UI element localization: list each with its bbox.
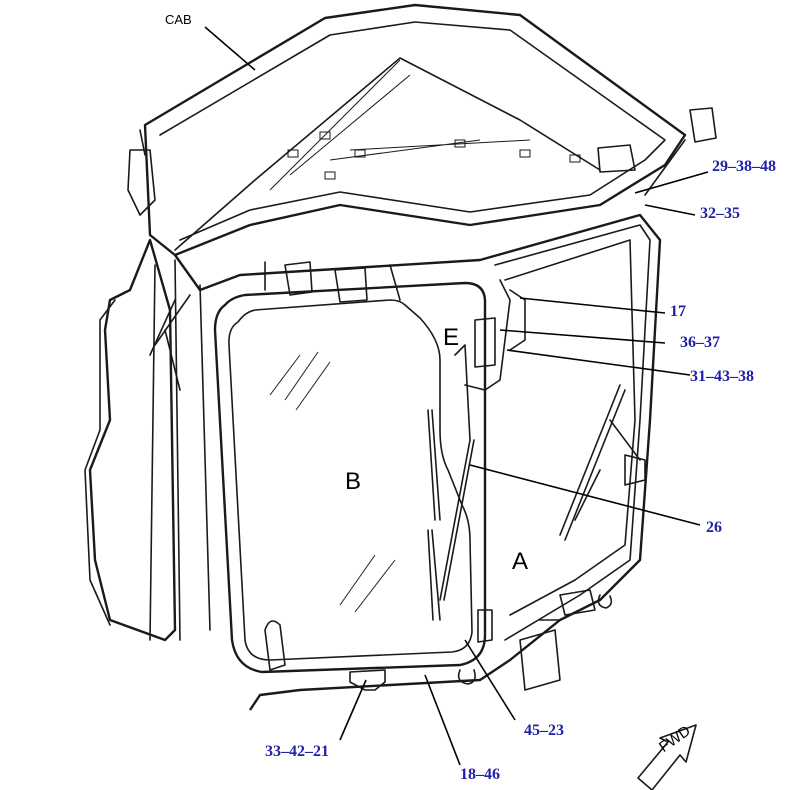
callout-29-38-48: 29–38–48 bbox=[712, 158, 776, 175]
roof-panel-seam bbox=[174, 57, 601, 251]
callout-33-42-21: 33–42–21 bbox=[265, 743, 329, 760]
callout-32-35: 32–35 bbox=[700, 205, 740, 222]
leader-18-46 bbox=[424, 674, 461, 766]
washer-hoses bbox=[454, 279, 526, 441]
leader-29-38-48 bbox=[634, 171, 709, 194]
door-upper-hinge bbox=[474, 317, 496, 368]
right-wiper bbox=[559, 384, 641, 541]
callout-36-37: 36–37 bbox=[680, 334, 720, 351]
top-work-light bbox=[264, 261, 401, 303]
zone-a-label: A bbox=[512, 548, 529, 575]
right-washer bbox=[624, 454, 646, 486]
cab-label: CAB bbox=[165, 12, 192, 27]
bottom-wheels bbox=[457, 594, 613, 685]
left-handrail bbox=[84, 299, 116, 626]
leader-33-42-21 bbox=[339, 679, 367, 741]
roof-outline bbox=[143, 3, 687, 257]
leader-17 bbox=[519, 297, 666, 314]
cab-right-window-frame bbox=[494, 224, 651, 641]
callout-26: 26 bbox=[706, 519, 722, 536]
fwd-arrow-icon bbox=[637, 724, 697, 790]
leader-45-23 bbox=[464, 639, 516, 721]
roof-inner-edge bbox=[159, 21, 666, 241]
left-side-frame bbox=[88, 238, 177, 642]
leader-31-43-38 bbox=[506, 349, 691, 376]
zone-b-label: B bbox=[345, 468, 362, 495]
cab-right-window-inner bbox=[504, 239, 636, 616]
callout-31-43-38: 31–43–38 bbox=[690, 368, 754, 385]
roof-clips bbox=[287, 131, 581, 180]
roof-stiffener bbox=[269, 59, 531, 191]
leader-cab bbox=[204, 26, 256, 71]
door-b-glass-frame bbox=[228, 299, 473, 661]
leader-32-35 bbox=[644, 204, 696, 216]
right-mirror bbox=[644, 107, 717, 196]
door-handle bbox=[264, 620, 286, 671]
door-latch-bottom bbox=[349, 669, 386, 691]
left-mirror bbox=[127, 129, 156, 216]
door-glass-reflection bbox=[269, 351, 396, 613]
door-b-outer bbox=[213, 281, 487, 674]
leader-36-37 bbox=[499, 329, 666, 344]
bottom-motor bbox=[519, 619, 561, 691]
door-wiper bbox=[427, 409, 475, 621]
bottom-bracket bbox=[559, 589, 596, 616]
right-top-light bbox=[597, 144, 636, 173]
leader-26 bbox=[469, 464, 701, 526]
zone-e-label: E bbox=[443, 324, 460, 351]
cab-front-frame bbox=[174, 213, 662, 711]
left-inner-post bbox=[149, 259, 211, 641]
left-wiper bbox=[149, 294, 191, 391]
callout-17: 17 bbox=[670, 303, 686, 320]
door-lower-hinge bbox=[477, 609, 493, 643]
callout-45-23: 45–23 bbox=[524, 722, 564, 739]
leader-lines bbox=[204, 26, 709, 766]
callout-18-46: 18–46 bbox=[460, 766, 500, 783]
